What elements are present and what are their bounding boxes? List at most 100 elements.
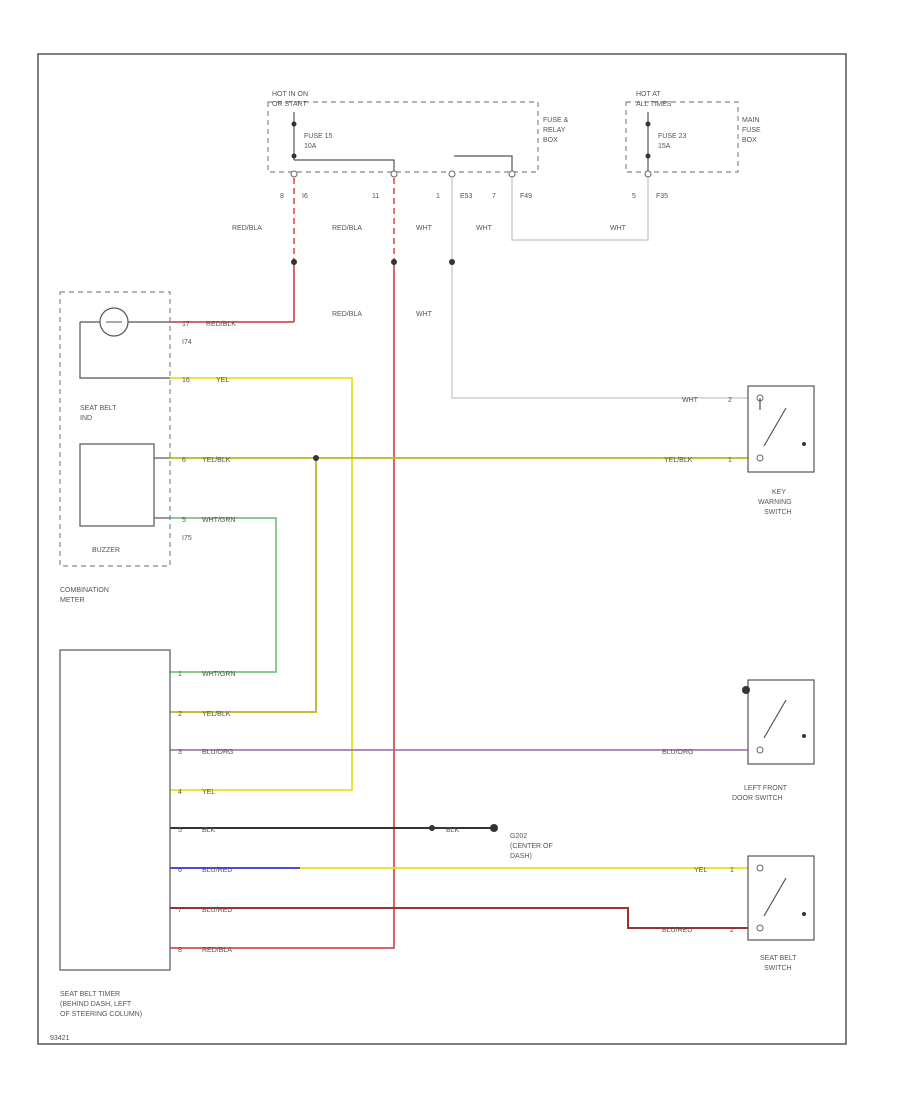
wire-label: BLK xyxy=(202,827,216,834)
key-pin: 2 xyxy=(728,397,732,404)
wire-label: RED/BLK xyxy=(206,321,236,328)
ground-label-2: (CENTER OF xyxy=(510,843,553,850)
key-switch-label-2: WARNING xyxy=(758,499,792,506)
fuse-box-label-3: BOX xyxy=(543,137,558,144)
pin-label: 7 xyxy=(492,193,496,200)
pin-label: E53 xyxy=(460,193,473,200)
fuse-23-name: FUSE 23 xyxy=(658,133,687,140)
pin-marker xyxy=(448,170,456,178)
wire-label: BLK xyxy=(446,827,460,834)
fuse-relay-box: HOT IN ON OR START FUSE 15 10A FUSE & RE… xyxy=(267,91,569,200)
combination-meter: SEAT BELT IND BUZZER 17 I74 16 6 5 I75 xyxy=(59,291,192,567)
wire-yel xyxy=(170,377,353,791)
fuse-box-label-2: RELAY xyxy=(543,127,566,134)
ground-icon xyxy=(490,824,498,832)
wire-label: WHT/GRN xyxy=(202,671,235,678)
fuse-15-icon xyxy=(291,112,297,160)
seat-belt-timer: 1 2 3 4 5 6 7 8 xyxy=(59,649,182,971)
wire-blu-red xyxy=(170,907,748,929)
splice-dot xyxy=(313,455,319,461)
wire-label: YEL/BLK xyxy=(664,457,693,464)
pin-marker xyxy=(508,170,516,178)
ground-label-3: DASH) xyxy=(510,853,532,860)
key-warning-switch: 2 1 xyxy=(728,385,815,473)
wire-wht-grn xyxy=(170,517,277,673)
meter-pin: 17 xyxy=(182,321,190,328)
belt-pin: 2 xyxy=(730,927,734,934)
wire-label: YEL/BLK xyxy=(202,711,231,718)
meter-pin: 6 xyxy=(182,457,186,464)
fuse-box-label-1: FUSE & xyxy=(543,117,569,124)
wire-label: RED/BLA xyxy=(232,225,262,232)
main-box-label-1: MAIN xyxy=(742,117,760,124)
timer-pin: 8 xyxy=(178,947,182,954)
timer-label-3: OF STEERING COLUMN) xyxy=(60,1011,142,1018)
wire-label: WHT/GRN xyxy=(202,517,235,524)
meter-pin: 16 xyxy=(182,377,190,384)
pin-marker xyxy=(644,170,652,178)
seat-belt-switch: 1 2 xyxy=(730,855,815,941)
timer-pin: 3 xyxy=(178,749,182,756)
splice-dot xyxy=(391,259,397,265)
switch-icon xyxy=(756,394,806,462)
switch-icon xyxy=(756,864,806,932)
wire-label: WHT xyxy=(476,225,493,232)
wire-label: BLU/ORG xyxy=(202,749,234,756)
wire-label: BLU/RED xyxy=(202,907,232,914)
wire-label: WHT xyxy=(416,225,433,232)
timer-pin: 4 xyxy=(178,789,182,796)
wire-label: BLU/RED xyxy=(662,927,692,934)
door-switch-label-2: DOOR SWITCH xyxy=(732,795,783,802)
wire-label: RED/BLA xyxy=(332,225,362,232)
wire-label: WHT xyxy=(416,311,433,318)
main-box-label-3: BOX xyxy=(742,137,757,144)
wire-yel-blk xyxy=(170,458,317,713)
bulb-icon xyxy=(79,307,170,379)
pin-marker xyxy=(390,170,398,178)
timer-pin: 2 xyxy=(178,711,182,718)
wire-label: RED/BLA xyxy=(332,311,362,318)
fuse-15-name: FUSE 15 xyxy=(304,133,333,140)
diagram-code: 93421 xyxy=(50,1035,70,1042)
pin-label: 11 xyxy=(372,193,379,200)
hot-label-2: OR START xyxy=(272,101,307,108)
ground-label-1: G202 xyxy=(510,833,527,840)
fuse-23-rating: 15A xyxy=(658,143,671,150)
pin-marker xyxy=(290,170,298,178)
belt-switch-label-1: SEAT BELT xyxy=(760,955,797,962)
buzzer-box xyxy=(79,443,155,527)
combination-meter-label-2: METER xyxy=(60,597,85,604)
pin-label: 1 xyxy=(436,193,440,200)
belt-pin: 1 xyxy=(730,867,734,874)
wire-red-bla-main xyxy=(170,262,395,949)
seat-belt-ind-label-2: IND xyxy=(80,415,92,422)
wire-label: YEL/BLK xyxy=(202,457,231,464)
pin-label: F35 xyxy=(656,193,668,200)
pin-label: F49 xyxy=(520,193,532,200)
wire-label: YEL xyxy=(202,789,215,796)
wire-wht xyxy=(451,178,748,399)
pin-label: I6 xyxy=(302,193,308,200)
splice-dot xyxy=(291,259,297,265)
hot-label-1: HOT IN ON xyxy=(272,91,308,98)
wire-label: YEL xyxy=(216,377,229,384)
door-switch-label-1: LEFT FRONT xyxy=(744,785,788,792)
key-switch-label-1: KEY xyxy=(772,489,786,496)
wire-wht-link xyxy=(511,178,649,241)
wire-label: YEL xyxy=(694,867,707,874)
splice-dot xyxy=(449,259,455,265)
main-hot-label-1: HOT AT xyxy=(636,91,661,98)
main-hot-label-2: ALL TIMES xyxy=(636,101,672,108)
pin-label: 8 xyxy=(280,193,284,200)
wire-label: BLU/ORG xyxy=(662,749,694,756)
fuse-23-icon xyxy=(645,112,651,172)
buzzer-label: BUZZER xyxy=(92,547,120,554)
timer-pin: 6 xyxy=(178,867,182,874)
main-box-label-2: FUSE xyxy=(742,127,761,134)
main-fuse-box: HOT AT ALL TIMES FUSE 23 15A MAIN FUSE B… xyxy=(625,91,761,200)
meter-pin: 5 xyxy=(182,517,186,524)
wire-label: WHT xyxy=(610,225,627,232)
wire-label: WHT xyxy=(682,397,699,404)
timer-label-1: SEAT BELT TIMER xyxy=(60,991,120,998)
